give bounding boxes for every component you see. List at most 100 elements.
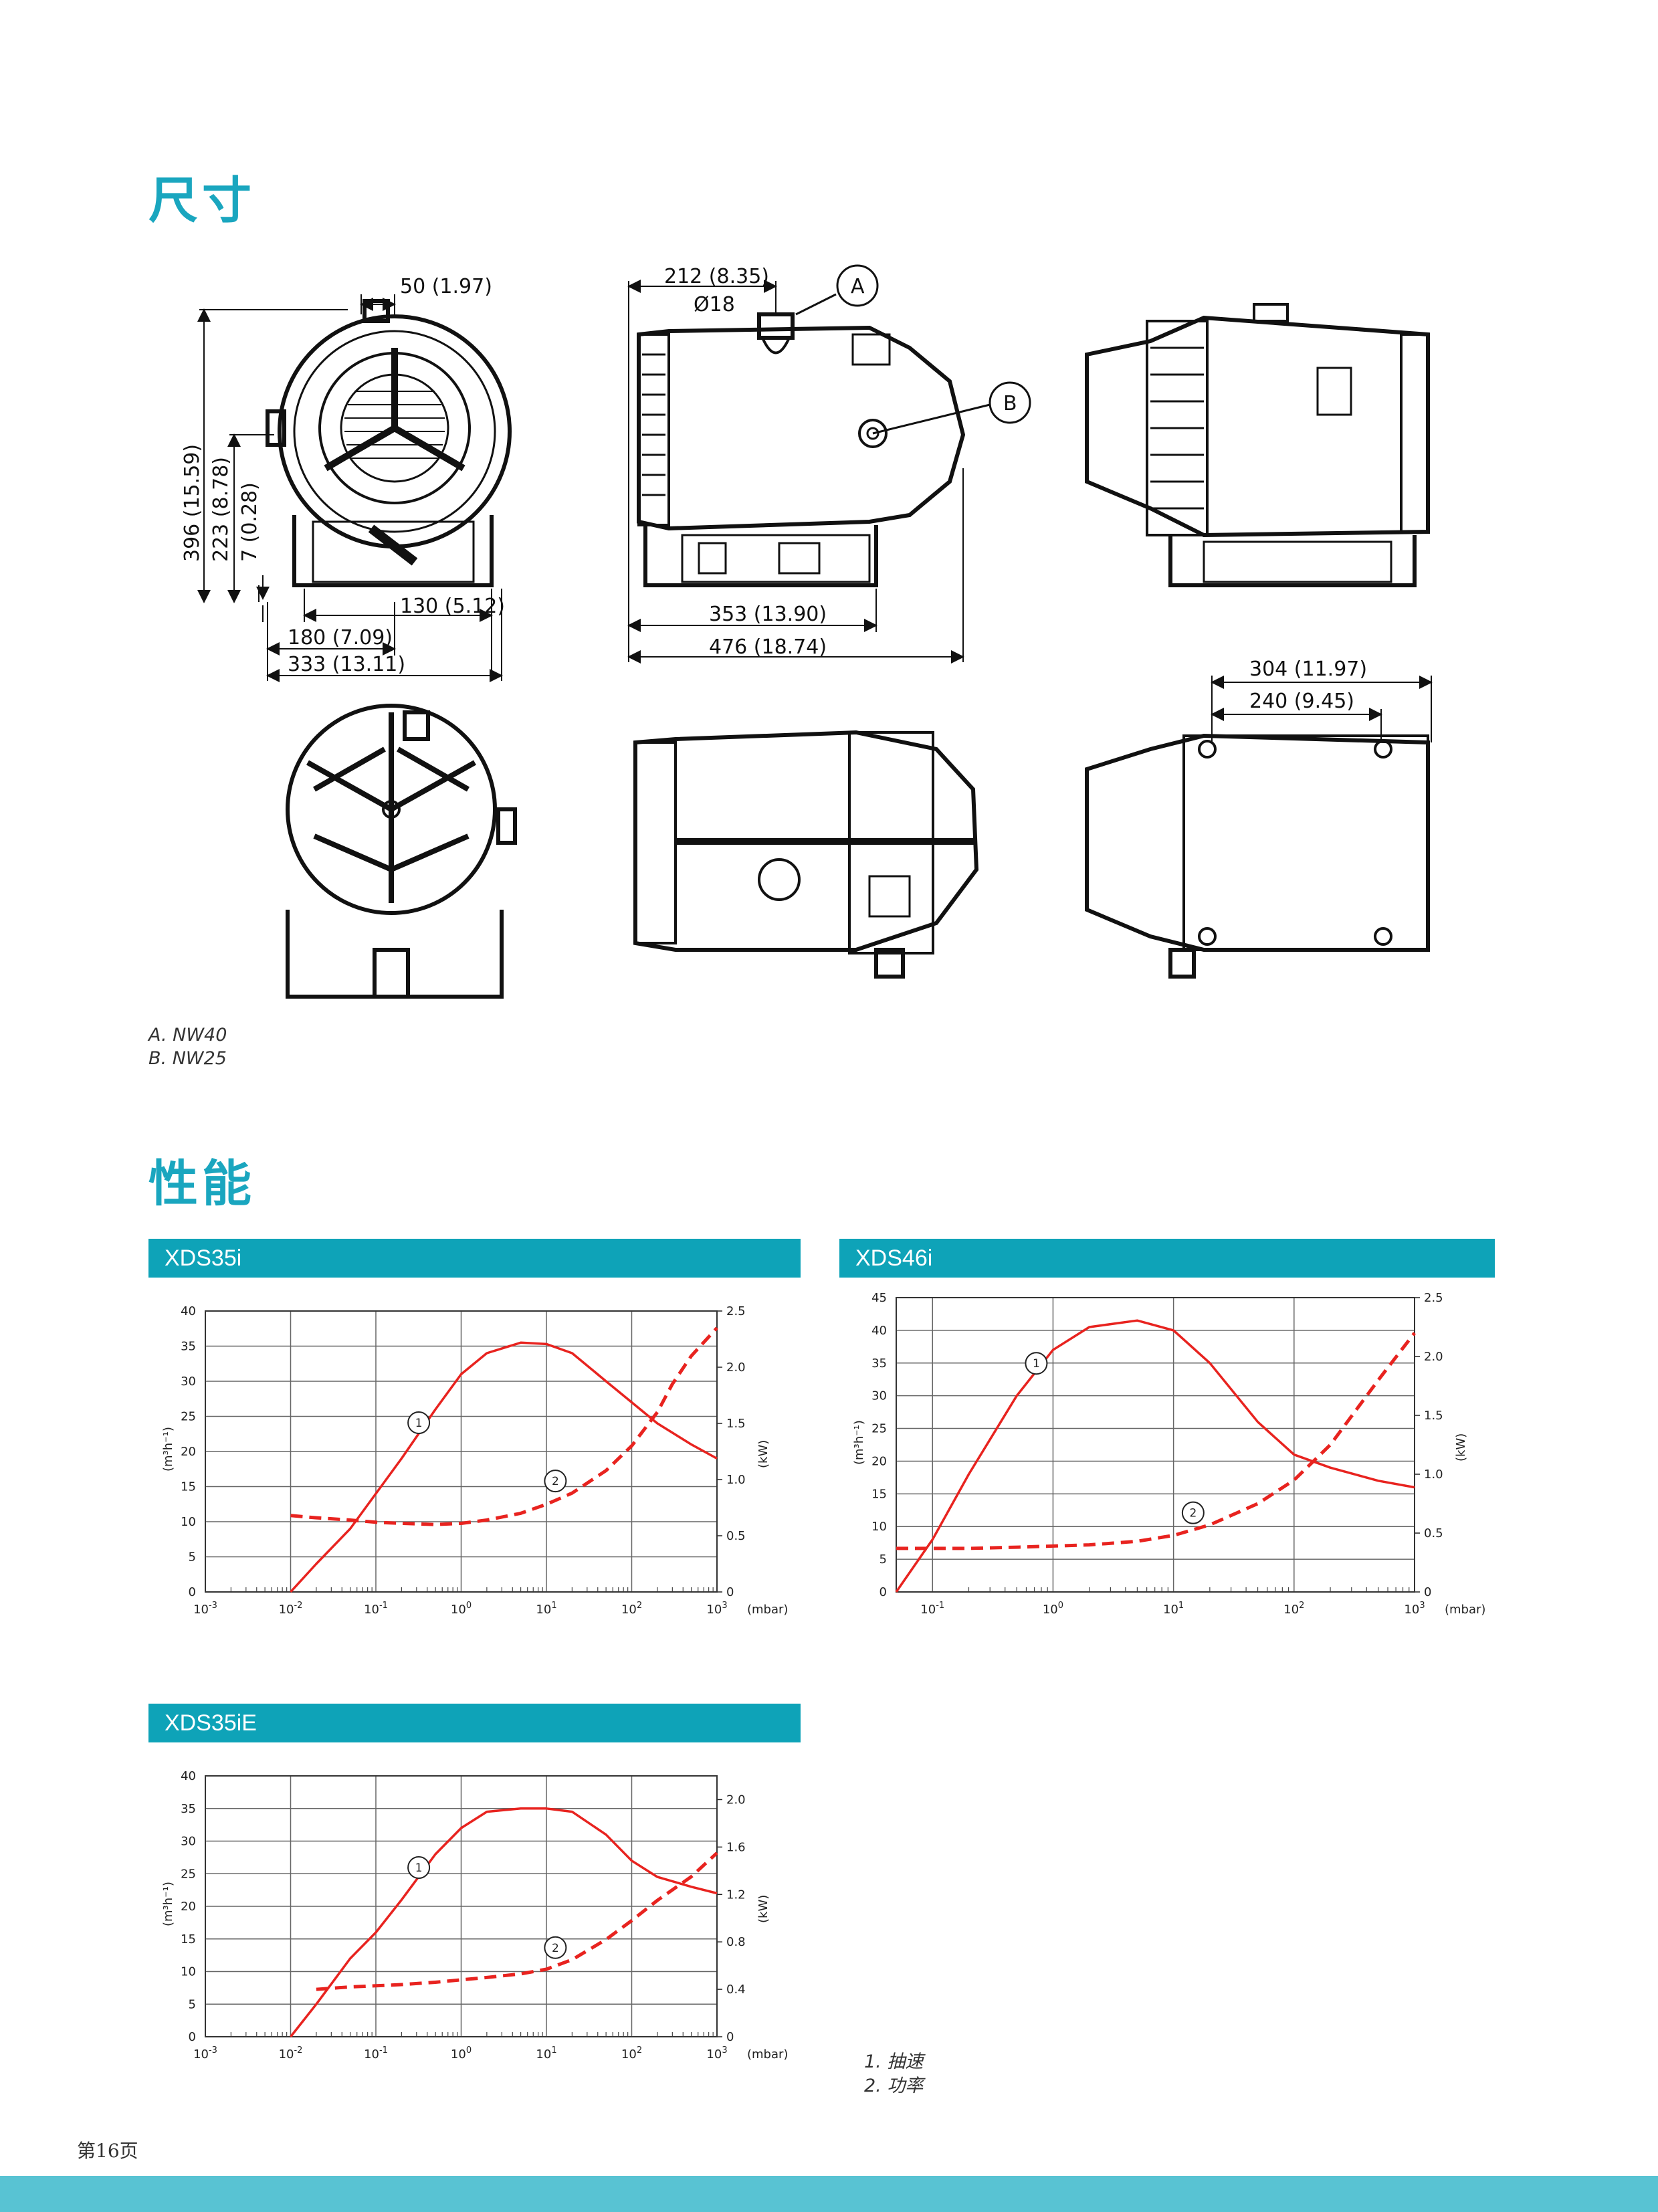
- y-tick-label: 20: [871, 1454, 887, 1468]
- dim-240: 240 (9.45): [1249, 690, 1354, 713]
- x-tick-label: 103: [706, 2045, 727, 2062]
- callout-a: A: [851, 275, 865, 298]
- note-a: A. NW40: [148, 1025, 227, 1045]
- x-unit-label: (mbar): [747, 2047, 788, 2062]
- x-tick-label: 100: [1043, 1601, 1063, 1617]
- series-label-2: 2: [552, 1475, 559, 1488]
- dimension-drawings: 50 (1.97) 396 (15.59) 223 (8.78) 7 (0.28…: [181, 264, 1433, 999]
- plot-frame: [205, 1775, 718, 2037]
- y2-tick-label: 1.5: [1424, 1409, 1443, 1423]
- y2-tick-label: 2.0: [726, 1793, 746, 1807]
- pump-rear-side-view: [1085, 303, 1430, 587]
- y-tick-label: 10: [871, 1520, 887, 1534]
- footer-band: [0, 2176, 1658, 2212]
- y2-tick-label: 1.2: [726, 1888, 746, 1902]
- y2-tick-label: 2.5: [726, 1304, 746, 1318]
- y2-tick-label: 0.5: [1424, 1526, 1443, 1540]
- x-tick-label: 10-2: [279, 1601, 303, 1617]
- pump-rear-view: [286, 704, 517, 999]
- y-tick-label: 15: [181, 1932, 196, 1946]
- x-tick-label: 102: [1283, 1601, 1304, 1617]
- y-tick-label: 30: [181, 1375, 196, 1389]
- y-tick-label: 5: [189, 1997, 196, 2011]
- series-label-2: 2: [552, 1942, 559, 1955]
- y-tick-label: 15: [181, 1480, 196, 1494]
- bottom-view-dimensions: [1211, 676, 1433, 742]
- y2-tick-label: 0.4: [726, 1983, 746, 1997]
- y2-tick-label: 0.5: [726, 1529, 746, 1543]
- series-label-1: 1: [415, 1862, 423, 1875]
- front-view-dimensions: [197, 294, 503, 682]
- y-tick-label: 40: [871, 1324, 887, 1338]
- plot-frame: [205, 1310, 718, 1593]
- y-tick-label: 5: [879, 1552, 887, 1567]
- legend-item-speed: 1. 抽速: [864, 2051, 924, 2072]
- y2-tick-label: 1.0: [1424, 1468, 1443, 1482]
- series-line-2: [290, 1326, 718, 1526]
- x-unit-label: (mbar): [747, 1603, 788, 1617]
- x-tick-label: 101: [1163, 1601, 1184, 1617]
- y-tick-label: 40: [181, 1769, 196, 1783]
- x-tick-label: 101: [536, 2045, 556, 2062]
- dim-130: 130 (5.12): [400, 595, 505, 618]
- pump-side-view: [637, 312, 966, 587]
- series-marker-1: [1025, 1352, 1048, 1375]
- y-tick-label: 20: [181, 1445, 196, 1459]
- chart-title-xds35ie: XDS35iE: [148, 1704, 801, 1742]
- y-tick-label: 10: [181, 1965, 196, 1979]
- y-tick-label: 30: [871, 1389, 887, 1403]
- y-tick-label: 25: [181, 1867, 196, 1881]
- y2-tick-label: 1.5: [726, 1417, 746, 1431]
- dim-333: 333 (13.11): [288, 653, 405, 676]
- y-tick-label: 35: [181, 1340, 196, 1354]
- series-label-1: 1: [1033, 1357, 1040, 1371]
- chart-legend: 1. 抽速 2. 功率: [864, 2050, 923, 2098]
- series-marker-2: [1181, 1501, 1205, 1524]
- y-tick-label: 0: [189, 1585, 196, 1599]
- y2-tick-label: 0: [726, 2030, 734, 2044]
- legend-item-power: 2. 功率: [864, 2076, 924, 2096]
- series-line-1: [290, 1341, 718, 1593]
- x-tick-label: 103: [1404, 1601, 1425, 1617]
- y2-tick-label: 1.0: [726, 1473, 746, 1487]
- page-number: 第16页: [77, 2140, 138, 2162]
- pump-top-view: [633, 730, 979, 979]
- y-axis-label: (m³h⁻¹): [852, 1420, 866, 1465]
- dim-304: 304 (11.97): [1249, 658, 1367, 681]
- side-view-callouts: [795, 264, 1031, 435]
- series-marker-1: [407, 1411, 431, 1434]
- dim-223: 223 (8.78): [209, 457, 233, 562]
- dim-476: 476 (18.74): [709, 635, 827, 659]
- x-tick-label: 100: [451, 2045, 472, 2062]
- note-b: B. NW25: [148, 1048, 227, 1069]
- y2-tick-label: 0.8: [726, 1935, 746, 1949]
- x-tick-label: 101: [536, 1601, 556, 1617]
- y2-tick-label: 0: [1424, 1585, 1431, 1599]
- y-axis-label: (m³h⁻¹): [161, 1882, 175, 1926]
- x-tick-label: 103: [706, 1601, 727, 1617]
- x-tick-label: 100: [451, 1601, 472, 1617]
- y2-tick-label: 2.5: [1424, 1291, 1443, 1305]
- y-axis-label: (m³h⁻¹): [161, 1427, 175, 1472]
- dim-50: 50 (1.97): [400, 275, 492, 298]
- series-line-1: [895, 1319, 1415, 1593]
- series-marker-1: [407, 1856, 431, 1879]
- plot-frame: [896, 1297, 1415, 1593]
- y-tick-label: 35: [871, 1356, 887, 1371]
- y-tick-label: 0: [189, 2030, 196, 2044]
- dimension-notes: A. NW40 B. NW25: [148, 1023, 227, 1070]
- y-tick-label: 30: [181, 1835, 196, 1849]
- series-label-2: 2: [1189, 1507, 1197, 1520]
- y-tick-label: 40: [181, 1304, 196, 1318]
- x-tick-label: 10-1: [364, 2045, 388, 2062]
- series-line-1: [290, 1807, 718, 2038]
- dim-phi18: Ø18: [694, 293, 735, 316]
- y-tick-label: 45: [871, 1291, 887, 1305]
- x-tick-label: 10-1: [364, 1601, 388, 1617]
- y-tick-label: 15: [871, 1487, 887, 1501]
- y-tick-label: 25: [181, 1410, 196, 1424]
- callout-b: B: [1003, 392, 1017, 415]
- y2-axis-label: (kW): [756, 1440, 770, 1468]
